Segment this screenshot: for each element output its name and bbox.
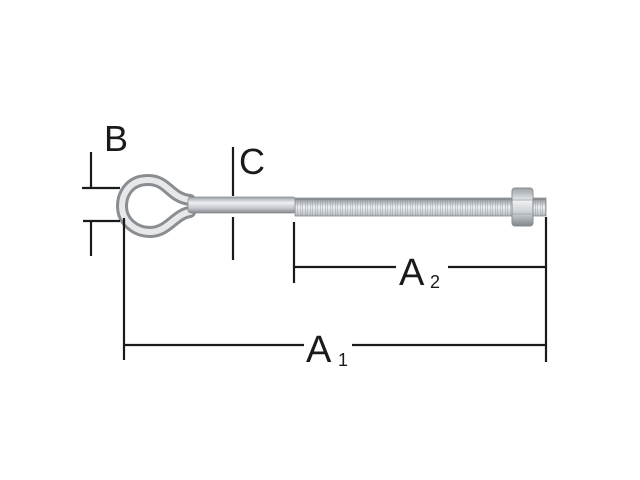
- hex-nut: [511, 187, 534, 227]
- eye-bolt: [115, 173, 547, 239]
- label-b: B: [104, 118, 128, 159]
- dimension-b: B: [82, 118, 128, 256]
- label-a2: A: [399, 252, 425, 294]
- label-c: C: [239, 141, 265, 182]
- dimension-a1: A 1: [122, 217, 548, 371]
- label-a1-subscript: 1: [338, 350, 348, 370]
- bolt-thread: [294, 197, 547, 217]
- dimension-c: C: [231, 141, 265, 260]
- dimension-a2: A 2: [292, 222, 546, 294]
- label-a2-subscript: 2: [430, 272, 440, 292]
- bolt-shank: [187, 196, 297, 214]
- label-a1: A: [306, 329, 332, 371]
